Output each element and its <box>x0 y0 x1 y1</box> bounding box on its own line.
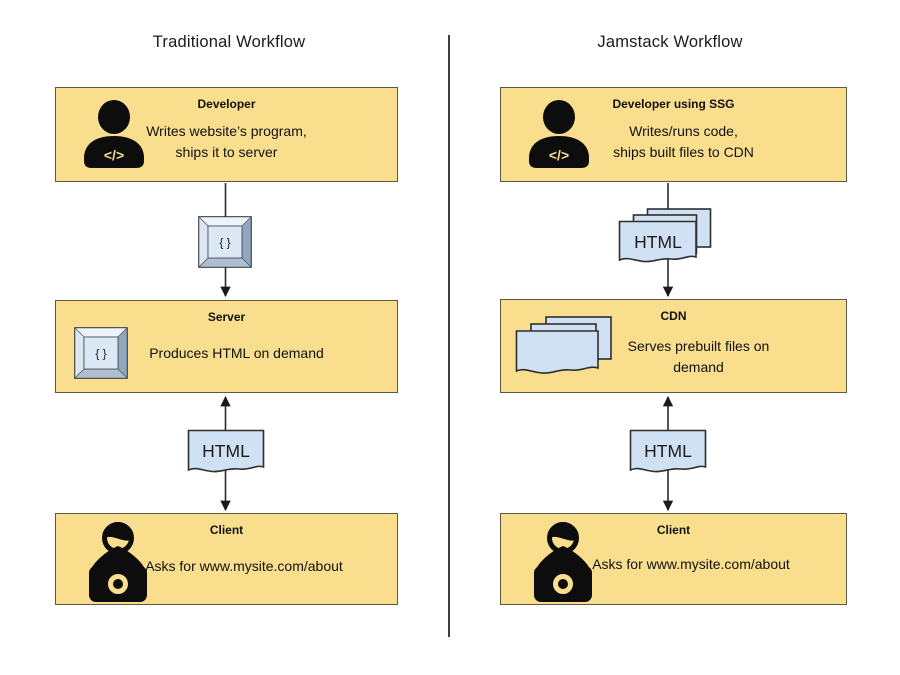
jamstack-client-box: Client Asks for www.mysite.com/about <box>500 513 847 605</box>
client-body-line1: Asks for www.mysite.com/about <box>592 556 790 572</box>
client-box-description: Asks for www.mysite.com/about <box>91 556 397 577</box>
client-body-line1: Asks for www.mysite.com/about <box>145 558 343 574</box>
traditional-client-box: Client Asks for www.mysite.com/about <box>55 513 398 605</box>
client-box-description: Asks for www.mysite.com/about <box>536 554 846 575</box>
developer-ssg-box-title: Developer using SSG <box>612 97 735 111</box>
server-code-key-icon: { } <box>74 327 128 379</box>
code-key-icon: { } <box>198 216 252 268</box>
html-document-label: HTML <box>202 441 250 461</box>
html-stack-label: HTML <box>634 232 682 252</box>
developer-person-code-icon: </> <box>84 100 144 168</box>
html-document-label: HTML <box>644 441 692 461</box>
cdn-box-title: CDN <box>660 309 687 323</box>
developer-ssg-body-line1: Writes/runs code, <box>629 123 738 139</box>
client-person-laptop-icon <box>534 522 592 602</box>
cdn-box: CDN Serves prebuilt files on demand <box>500 299 847 393</box>
cdn-body-line2: demand <box>673 359 724 375</box>
key-braces-label: { } <box>219 236 230 250</box>
cdn-box-description: Serves prebuilt files on demand <box>551 336 846 378</box>
developer-box-title: Developer <box>197 97 256 111</box>
server-box: Server { } Produces HTML on demand <box>55 300 398 393</box>
server-body-line1: Produces HTML on demand <box>149 345 324 361</box>
server-box-description: Produces HTML on demand <box>76 343 397 364</box>
cdn-stacked-files-icon <box>515 316 612 374</box>
html-document-icon: HTML <box>187 429 265 473</box>
server-key-braces-label: { } <box>95 347 106 361</box>
client-box-title: Client <box>656 523 691 537</box>
developer-body-line1: Writes website’s program, <box>146 123 307 139</box>
column-divider <box>448 35 450 637</box>
code-tag-glyph: </> <box>104 147 124 163</box>
server-box-title: Server <box>207 310 246 324</box>
code-tag-glyph: </> <box>549 147 569 163</box>
html-document-icon: HTML <box>629 429 707 473</box>
developer-ssg-box-description: Writes/runs code, ships built files to C… <box>521 121 846 163</box>
developer-box-description: Writes website’s program, ships it to se… <box>56 121 397 163</box>
developer-ssg-body-line2: ships built files to CDN <box>613 144 754 160</box>
developer-body-line2: ships it to server <box>175 144 278 160</box>
left-column-title: Traditional Workflow <box>152 33 306 51</box>
client-box-title: Client <box>209 523 244 537</box>
traditional-developer-box: Developer </> Writes website’s program, … <box>55 87 398 182</box>
developer-ssg-person-code-icon: </> <box>529 100 589 168</box>
client-person-laptop-icon <box>89 522 147 602</box>
jamstack-developer-box: Developer using SSG </> Writes/runs code… <box>500 87 847 182</box>
cdn-body-line1: Serves prebuilt files on <box>627 338 770 354</box>
right-column-title: Jamstack Workflow <box>597 33 743 51</box>
html-stacked-documents-icon: HTML <box>618 208 712 263</box>
